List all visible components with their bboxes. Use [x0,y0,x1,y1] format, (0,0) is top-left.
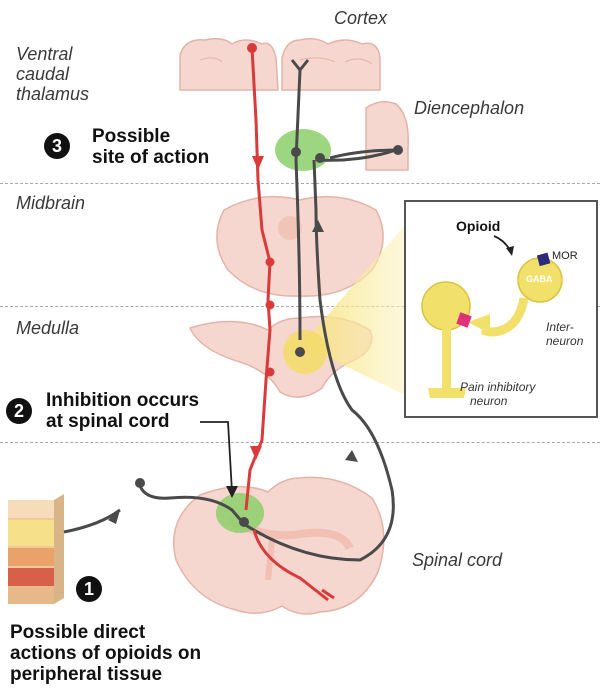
label-thalamus-line1: Ventral [16,44,73,64]
thalamus-action-site [275,129,331,171]
peripheral-tissue-block [8,494,64,604]
mor-receptor [536,252,551,267]
label-thalamus-line2: caudal [16,64,70,84]
inset-interneuron-line2: neuron [546,334,584,348]
descending-arrowheads [250,156,264,460]
inset-mor-label: MOR [552,250,578,262]
site2-number-badge: 2 [6,398,32,424]
label-diencephalon: Diencephalon [414,98,525,118]
inset-pain-inhibitory-line2: neuron [470,394,508,408]
site3-line2: site of action [92,147,210,168]
site3-line1: Possible [92,126,171,147]
site1-line1: Possible direct [10,622,146,643]
cortex-tissue [179,37,381,91]
diencephalon-tissue [365,101,409,171]
ascending-pathway [63,59,401,562]
ascending-nodes [135,145,403,527]
inset-opioid-label: Opioid [456,218,501,234]
site3-number-badge: 3 [44,133,70,159]
inset-neuron-diagram [421,235,563,398]
label-spinal-cord: Spinal cord [412,550,503,570]
site1-number-badge: 1 [76,576,102,602]
synapse-marker [456,312,472,328]
ascending-arrowheads [108,220,358,524]
site1-line2: actions of opioids on [10,643,202,664]
inset-interneuron-line1: Inter- [546,320,574,334]
site1-line3: peripheral tissue [10,664,163,685]
receptor-inset-panel: Opioid MOR GABA Inter- neuron Pain inhib… [404,200,598,418]
inset-pain-inhibitory-line1: Pain inhibitory [460,380,536,394]
site2-line2: at spinal cord [46,411,170,432]
divider-medulla-spinal [0,442,600,443]
label-cortex: Cortex [334,8,388,28]
site2-line1: Inhibition occurs [46,390,200,411]
descending-nodes [247,43,275,377]
inset-gaba-label: GABA [526,274,553,284]
label-medulla: Medulla [16,318,80,338]
site2-callout-line [200,421,233,493]
label-thalamus-line3: thalamus [16,84,90,104]
spinal-action-site [216,493,264,533]
divider-diencephalon-midbrain [0,183,600,184]
label-midbrain: Midbrain [16,193,86,213]
